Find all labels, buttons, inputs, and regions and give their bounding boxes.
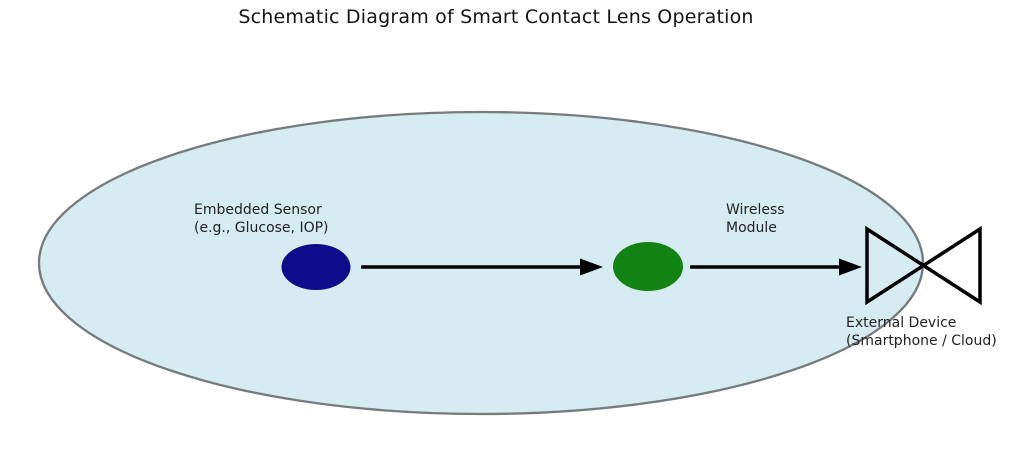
external-device-antenna-icon	[865, 225, 982, 306]
embedded-sensor-node	[281, 244, 351, 290]
wireless-module-label-line1: Wireless	[726, 202, 785, 218]
embedded-sensor-label-line2: (e.g., Glucose, IOP)	[194, 219, 329, 236]
module-to-device-arrowhead-icon	[839, 258, 862, 276]
external-device-label-line2: (Smartphone / Cloud)	[846, 332, 997, 349]
contact-lens-ellipse	[37, 110, 925, 416]
external-device-label: External Device (Smartphone / Cloud)	[846, 315, 997, 350]
embedded-sensor-label: Embedded Sensor (e.g., Glucose, IOP)	[194, 202, 329, 237]
embedded-sensor-label-line1: Embedded Sensor	[194, 202, 322, 218]
sensor-to-module-arrowhead-icon	[580, 258, 603, 276]
wireless-module-label-line2: Module	[726, 219, 777, 236]
diagram-title: Schematic Diagram of Smart Contact Lens …	[238, 6, 754, 28]
external-device-label-line1: External Device	[846, 315, 957, 331]
wireless-module-node	[613, 242, 683, 291]
wireless-module-label: Wireless Module	[726, 202, 785, 237]
